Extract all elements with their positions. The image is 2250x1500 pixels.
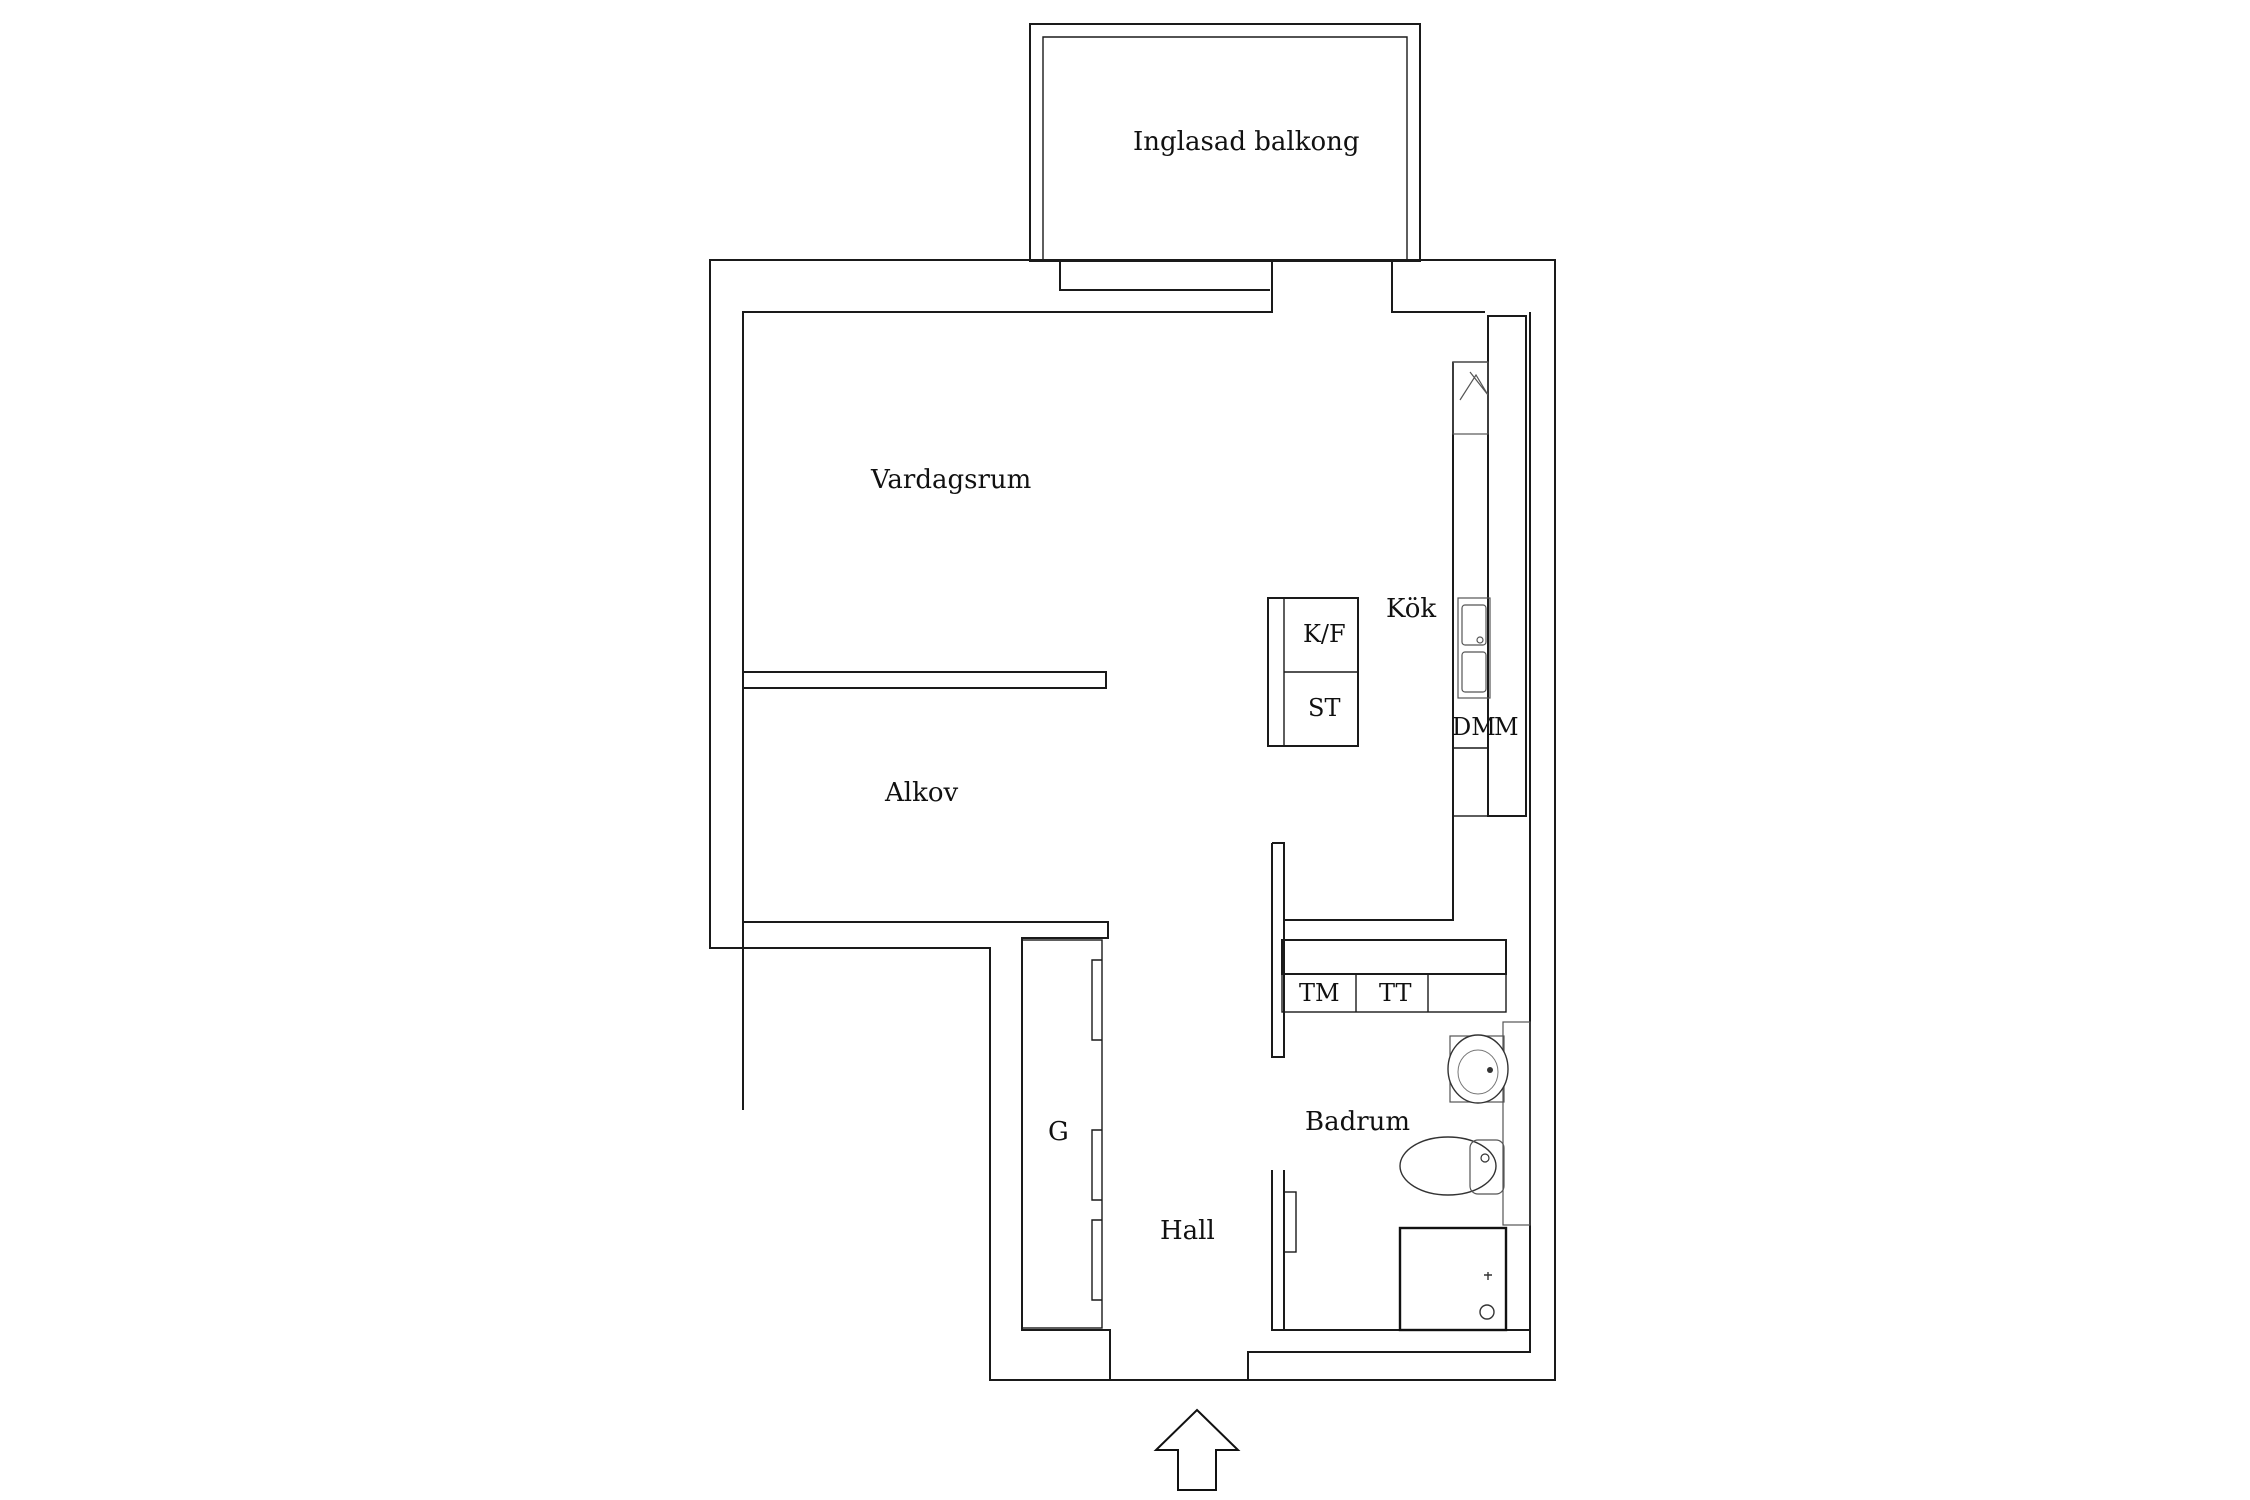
- dishwasher-label: DM: [1452, 713, 1496, 741]
- laundry-machines: [1281, 973, 1507, 1013]
- oven-icon: [1452, 361, 1489, 435]
- alcove-partition: [743, 671, 1107, 689]
- entrance-arrow-icon: [1153, 1408, 1241, 1491]
- kitchen-island: K/F ST: [1267, 597, 1359, 747]
- alcove-label: Alkov: [884, 778, 959, 808]
- laundry-shelf: [1281, 939, 1507, 975]
- wardrobe: G: [1021, 939, 1103, 1329]
- wardrobe-outline: [1021, 939, 1103, 1329]
- room-labels: Inglasad balkong Vardagsrum Kök Alkov Ha…: [870, 127, 1436, 1246]
- bath-wall-panel: [1502, 1021, 1531, 1226]
- inner-wall-hall-left: [742, 680, 1111, 1380]
- bathroom-fixtures: TM TT: [1281, 939, 1531, 1332]
- hall-label: Hall: [1160, 1216, 1215, 1246]
- dryer-label: TT: [1379, 979, 1411, 1007]
- balcony-glazing: [1042, 36, 1408, 261]
- inner-wall-kitchen-top: [1391, 261, 1485, 313]
- balcony-door-sill: [1059, 261, 1270, 291]
- washer-label: TM: [1299, 979, 1340, 1007]
- toilet-icon: [1399, 1136, 1505, 1196]
- kitchen-counter: DM M: [1452, 315, 1527, 817]
- inner-wall-right: [1247, 312, 1531, 1380]
- washbasin-icon: [1447, 1034, 1509, 1104]
- bath-door-frame: [1283, 1191, 1297, 1253]
- microwave-label: M: [1494, 713, 1519, 741]
- balcony-label: Inglasad balkong: [1133, 127, 1359, 157]
- kitchen-label: Kök: [1386, 594, 1436, 624]
- bathroom-label: Badrum: [1305, 1107, 1410, 1137]
- wardrobe-label: G: [1048, 1117, 1069, 1147]
- fridge-freezer-label: K/F: [1303, 620, 1346, 648]
- shower-icon: [1398, 1226, 1508, 1332]
- hob-lines: [1459, 371, 1489, 401]
- living-room-label: Vardagsrum: [870, 465, 1031, 495]
- stove-label: ST: [1308, 694, 1340, 722]
- sink-icon: [1457, 597, 1491, 699]
- inner-wall-living: [742, 261, 1273, 1110]
- wall-cabinets: [1487, 315, 1527, 817]
- bath-wall-upper: [1271, 842, 1285, 1058]
- outer-wall: [709, 259, 1556, 1381]
- outer-walls: [709, 259, 1556, 1381]
